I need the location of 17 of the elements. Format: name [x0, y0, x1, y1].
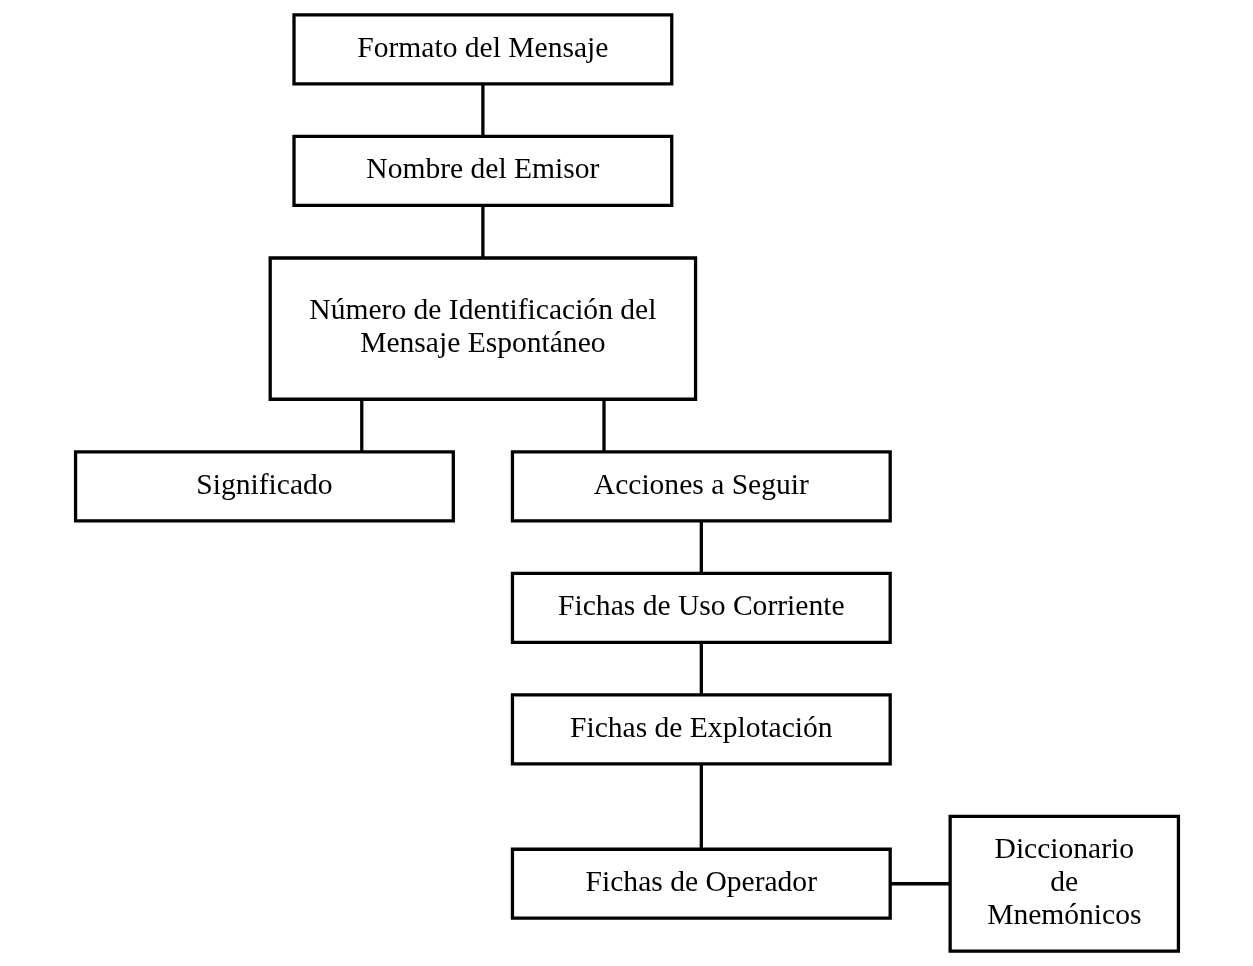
- connector: [359, 399, 363, 452]
- connector: [699, 520, 703, 574]
- node-box: Nombre del Emisor: [291, 134, 673, 208]
- connector: [480, 83, 484, 137]
- node-box: Fichas de Operador: [510, 847, 892, 920]
- node-box: Formato del Mensaje: [291, 13, 673, 86]
- node-box: Significado: [73, 450, 455, 523]
- node-box: Fichas de Uso Corriente: [510, 571, 892, 644]
- node-box: Fichas de Explotación: [510, 693, 892, 766]
- connector: [480, 205, 484, 258]
- node-box: Número de Identificación del Mensaje Espontáneo: [268, 256, 697, 401]
- node-box: Diccionario de Mnemónicos: [948, 814, 1180, 953]
- connector: [699, 642, 703, 695]
- connector: [699, 764, 703, 849]
- node-box: Acciones a Seguir: [510, 450, 892, 523]
- connector: [889, 882, 950, 886]
- connector: [601, 399, 606, 452]
